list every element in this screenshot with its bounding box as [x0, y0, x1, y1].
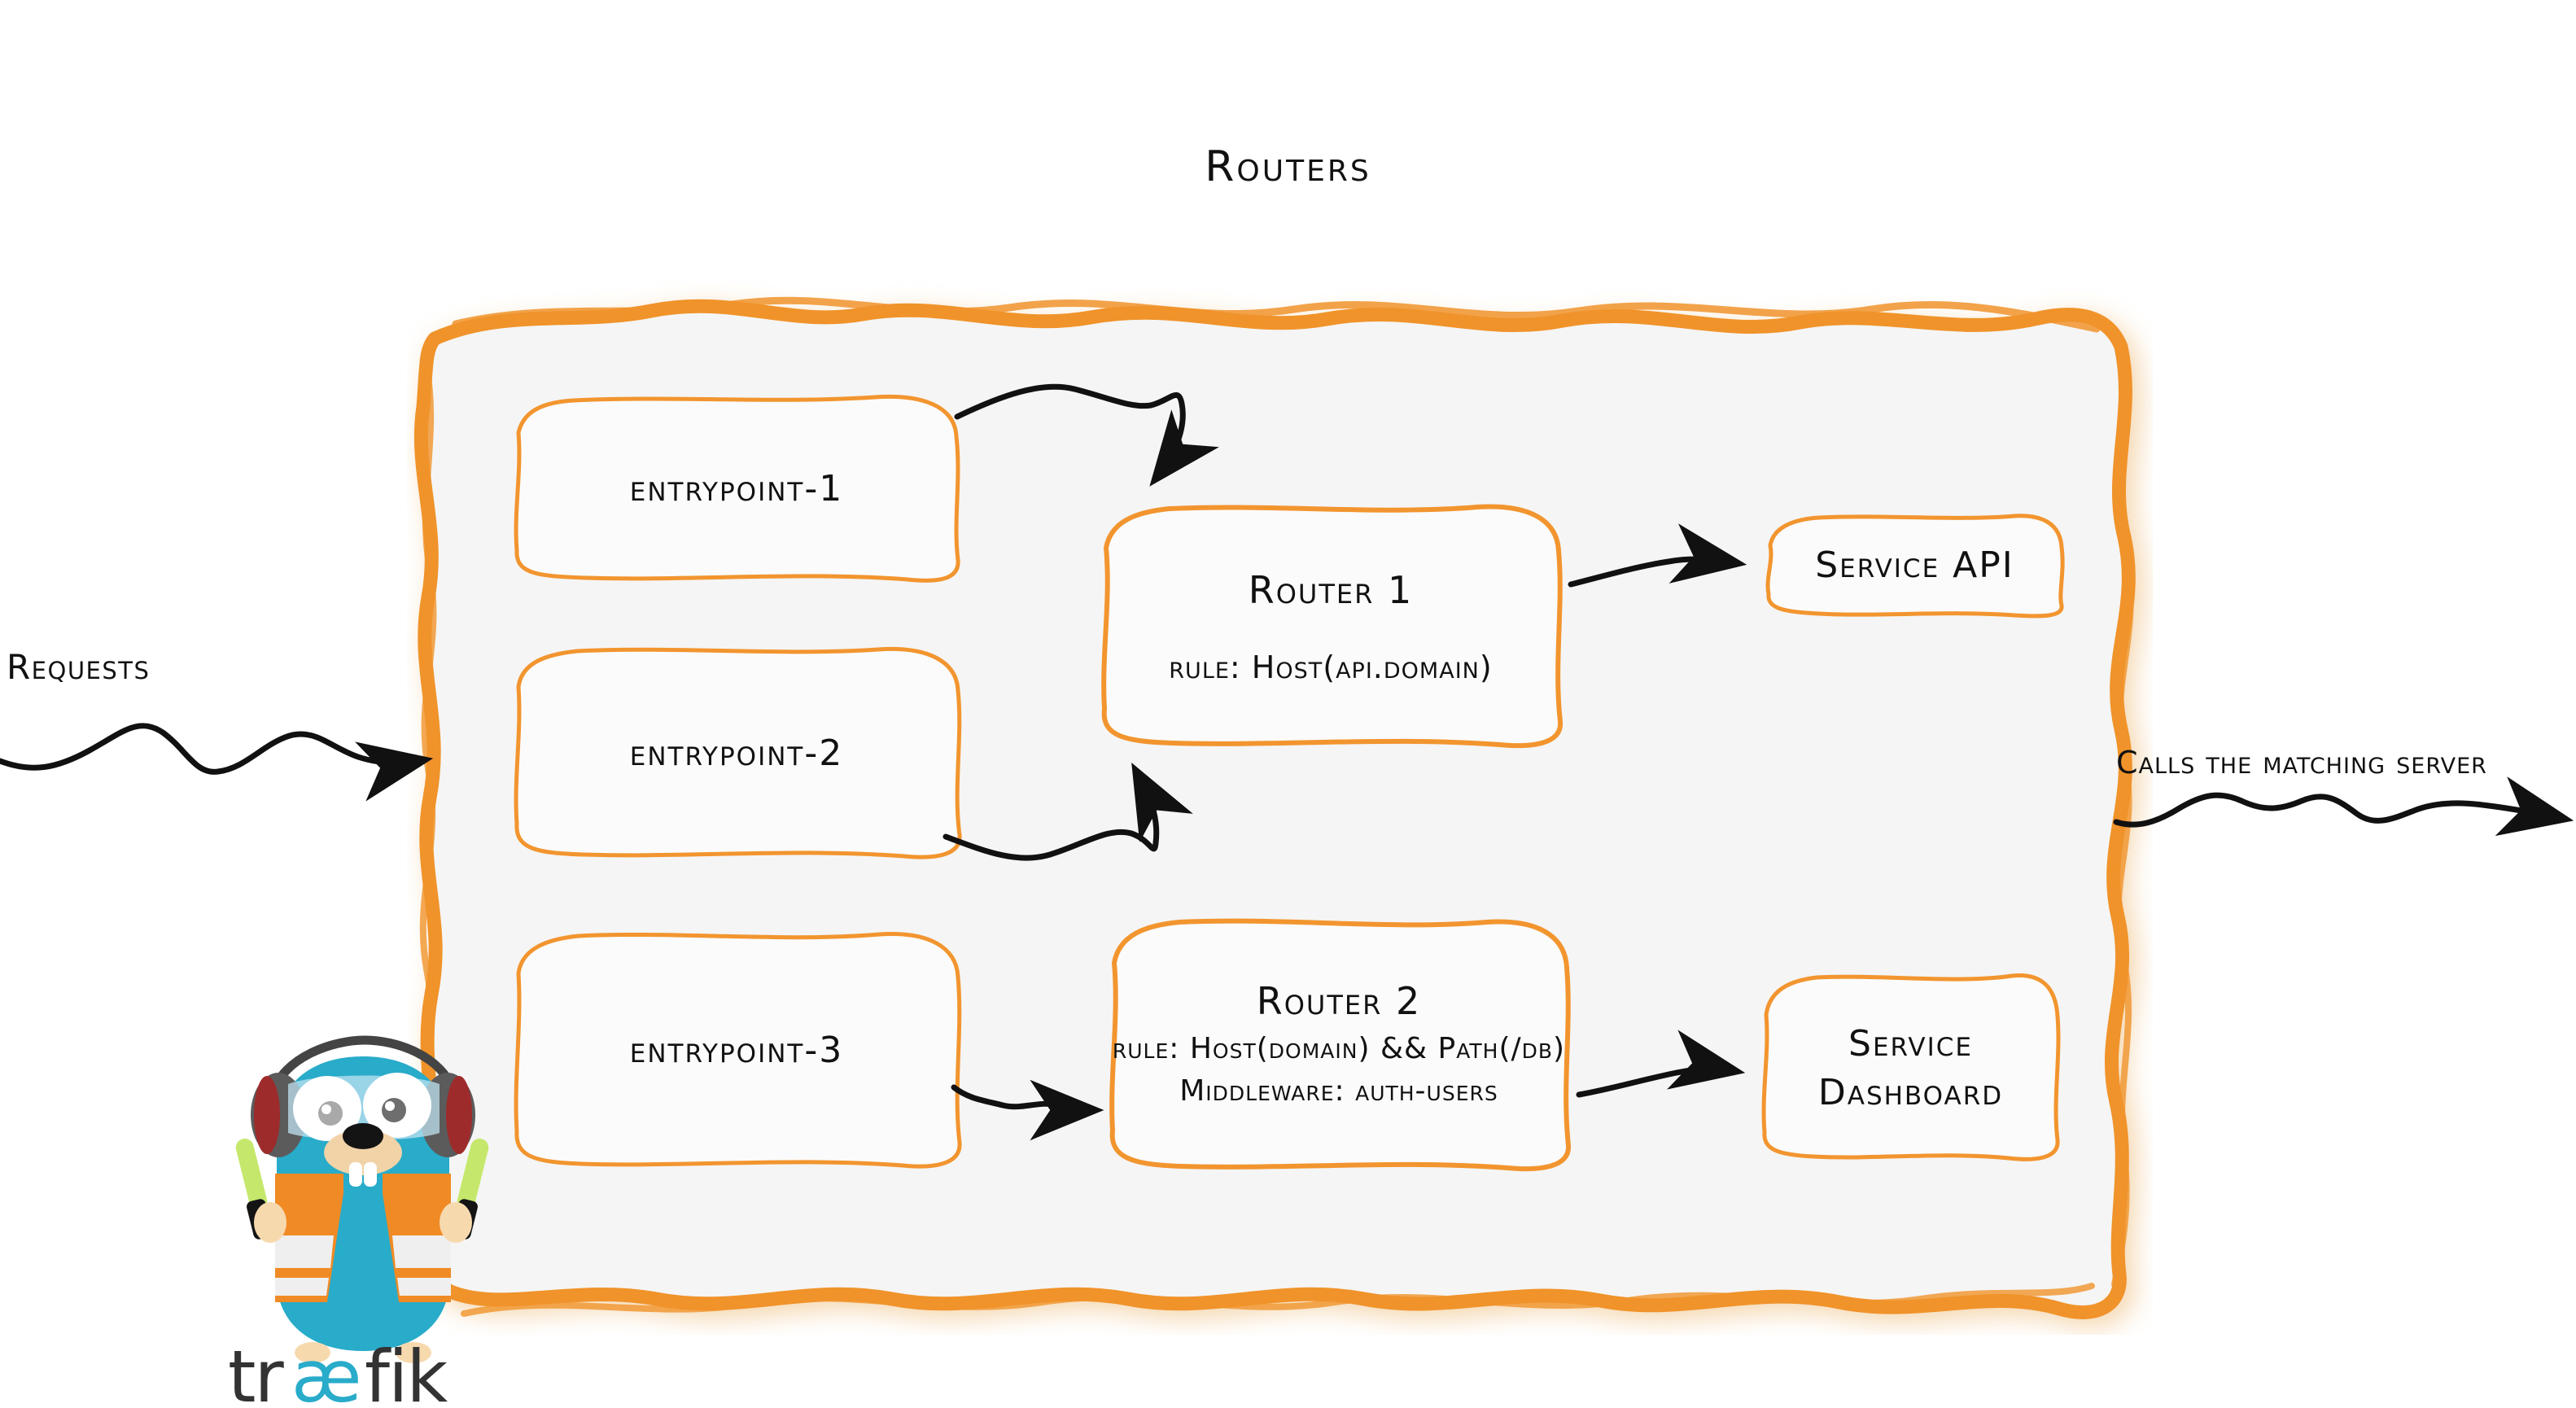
- gopher-hand-right: [440, 1202, 472, 1243]
- traefik-logo: tr æ fik: [220, 1034, 505, 1408]
- entrypoint-2-box[interactable]: entrypoint-2: [509, 643, 964, 863]
- gopher-nose: [343, 1123, 383, 1149]
- safety-vest-stripe-upper-left: [275, 1235, 334, 1268]
- gopher-tooth-right: [364, 1162, 377, 1187]
- entrypoint-1-box[interactable]: entrypoint-1: [509, 391, 964, 586]
- service-dashboard-box[interactable]: Service Dashboard: [1758, 973, 2063, 1164]
- calls-outbound-arrow: [2113, 776, 2574, 837]
- router-1-outline: [1101, 504, 1564, 749]
- safety-vest-stripe-lower-right: [397, 1278, 451, 1296]
- entrypoint-3-outline: [514, 931, 962, 1169]
- service-api-box[interactable]: Service API: [1762, 513, 2067, 619]
- safety-vest-stripe-lower-left: [275, 1278, 329, 1296]
- service-dashboard-outline: [1761, 973, 2061, 1161]
- traefik-wordmark: tr æ fik: [228, 1335, 449, 1408]
- safety-vest-stripe-upper-right: [392, 1235, 451, 1268]
- entrypoint-1-outline: [514, 394, 960, 583]
- gopher-foot-right: [396, 1342, 431, 1363]
- routers-container-sketch-top: [452, 296, 2101, 333]
- gopher-muzzle: [324, 1130, 402, 1175]
- entrypoint-2-outline: [514, 646, 962, 859]
- traefik-wordmark-suffix: fik: [365, 1335, 448, 1408]
- entrypoint-3-box[interactable]: entrypoint-3: [509, 928, 964, 1172]
- calls-the-matching-server-label: Calls the matching server: [2116, 745, 2487, 781]
- service-api-outline: [1765, 514, 2065, 619]
- requests-label: Requests: [7, 647, 151, 687]
- gopher-foot-left: [295, 1342, 330, 1363]
- router-2-outline: [1109, 918, 1572, 1172]
- page-title: Routers: [1205, 142, 1371, 191]
- routers-container-sketch-right: [2111, 355, 2134, 1288]
- gopher-eye-left: [293, 1076, 361, 1141]
- router-1-box[interactable]: Router 1 rule: Host(api.domain): [1095, 501, 1567, 753]
- traefik-wordmark-ligature: æ: [291, 1335, 360, 1408]
- gopher-hand-left: [254, 1202, 286, 1243]
- headphone-band: [267, 1035, 459, 1100]
- gopher-eye-right: [363, 1073, 431, 1138]
- router-2-box[interactable]: Router 2 rule: Host(domain) && Path(/db)…: [1103, 916, 1575, 1176]
- traefik-wordmark-prefix: tr: [228, 1335, 285, 1408]
- gopher-tooth-left: [349, 1162, 362, 1187]
- routers-container-sketch-bottom: [461, 1283, 2095, 1317]
- requests-arrow: [0, 723, 434, 802]
